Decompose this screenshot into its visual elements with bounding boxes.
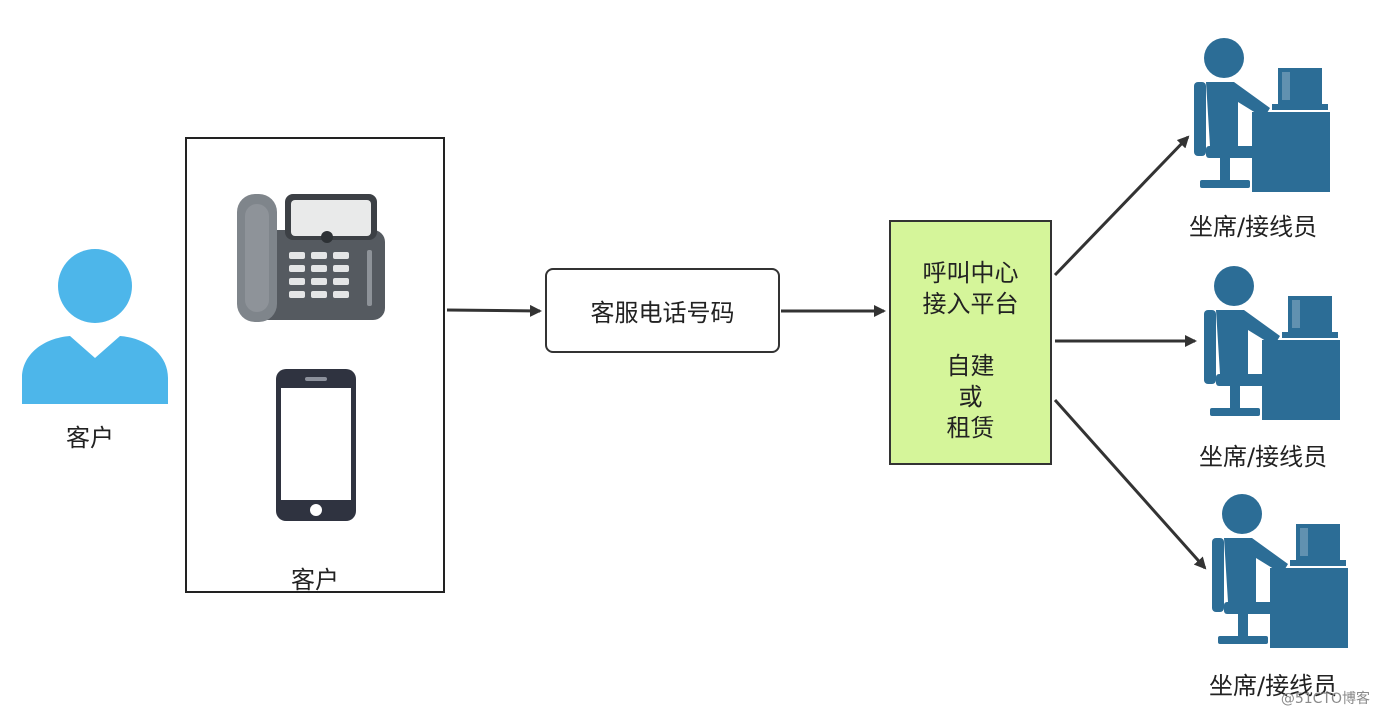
agent-label: 坐席/接线员 — [1189, 213, 1318, 241]
platform-line: 自建 — [946, 352, 995, 380]
agent-at-desk-icon — [1204, 266, 1340, 420]
platform-line: 或 — [958, 383, 983, 411]
arrow-platform-to-agent-3 — [1053, 399, 1207, 570]
agent-at-desk-icon — [1194, 38, 1330, 192]
smartphone-icon — [276, 369, 356, 521]
phone-number-label: 客服电话号码 — [590, 299, 735, 327]
agent-at-desk-icon — [1212, 494, 1348, 648]
platform-line: 呼叫中心 — [922, 259, 1019, 287]
platform-line — [891, 320, 1050, 351]
platform-line: 接入平台 — [922, 290, 1019, 318]
person-icon — [22, 249, 168, 404]
watermark: @51CTO博客 — [1280, 691, 1370, 707]
agent-label: 坐席/接线员 — [1209, 672, 1338, 700]
device-group-label: 客户 — [291, 566, 339, 594]
agent-label: 坐席/接线员 — [1199, 443, 1328, 471]
desk-phone-icon — [237, 194, 385, 322]
arrow-devices-to-number — [446, 304, 542, 317]
customer-label: 客户 — [66, 424, 114, 452]
call-center-platform-node: 呼叫中心 接入平台 自建 或 租赁 — [889, 220, 1052, 465]
arrow-platform-to-agent-1 — [1053, 135, 1190, 277]
platform-line: 租赁 — [946, 414, 995, 442]
phone-number-node: 客服电话号码 — [545, 268, 780, 353]
